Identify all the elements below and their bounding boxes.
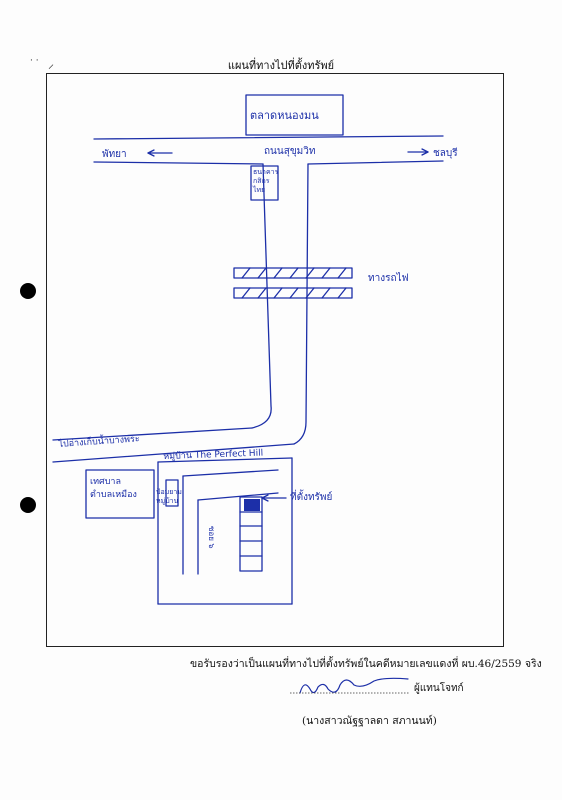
village-road <box>197 492 279 501</box>
school-label-line: เทศบาล <box>90 477 122 487</box>
property-highlight <box>244 499 260 511</box>
market-box <box>245 94 344 136</box>
punch-hole <box>20 497 36 513</box>
village-road <box>157 457 293 463</box>
school-box <box>85 469 155 519</box>
market-label: ตลาดหนองมน <box>250 109 319 122</box>
right-destination-label: ชลบุรี <box>433 148 458 159</box>
road-edge <box>307 160 444 165</box>
road-edge <box>52 443 295 463</box>
arrow-right-head <box>421 148 429 156</box>
road-edge <box>93 161 264 165</box>
school-label: เทศบาล ตำบลเหมือง <box>90 476 137 502</box>
map-frame <box>46 73 504 647</box>
guard-label-line: หมู่บ้าน <box>156 497 179 505</box>
punch-hole <box>20 283 36 299</box>
scan-mark: · · <box>30 56 39 66</box>
bank-label-line: ไทย <box>253 186 266 194</box>
railway-label: ทางรถไฟ <box>368 273 409 284</box>
bank-label: ธนาคาร กสิกร ไทย <box>253 168 278 195</box>
guard-label: ป้อมยาม หมู่บ้าน <box>156 488 182 506</box>
role-text: ผู้แทนโจทก์ <box>414 683 464 694</box>
property-plots <box>239 496 263 572</box>
school-label-line: ตำบลเหมือง <box>90 490 137 500</box>
road-edge <box>251 163 272 429</box>
certification-text: ขอรับรองว่าเป็นแผนที่ทางไปที่ตั้งทรัพย์ใ… <box>190 658 542 670</box>
signer-name: (นางสาวณัฐฐาลดา สภานนท์) <box>302 715 437 727</box>
railway <box>233 267 353 279</box>
bank-label-line: ธนาคาร <box>253 168 279 176</box>
property-label: ที่ตั้งทรัพย์ <box>290 492 333 503</box>
street-label: ซอย ๖ <box>207 526 216 549</box>
road-edge <box>293 163 309 445</box>
railway <box>233 287 353 299</box>
guard-label-line: ป้อมยาม <box>156 488 182 496</box>
signature <box>299 677 409 694</box>
village-road <box>182 469 279 477</box>
road-edge <box>52 427 253 441</box>
left-destination-label: พัทยา <box>102 149 127 160</box>
road-edge <box>93 135 444 140</box>
arrow-left-head <box>147 149 155 157</box>
scan-mark: ⸍ <box>48 62 55 76</box>
bank-label-line: กสิกร <box>253 177 270 185</box>
page-title: แผนที่ทางไปที่ตั้งทรัพย์ <box>227 59 335 72</box>
road-label: ถนนสุขุมวิท <box>264 146 316 157</box>
railway-hatch <box>241 287 347 299</box>
representative-role: ผู้แทนโจทก์ <box>414 681 464 696</box>
railway-hatch <box>241 267 347 279</box>
guard-box <box>165 479 179 507</box>
